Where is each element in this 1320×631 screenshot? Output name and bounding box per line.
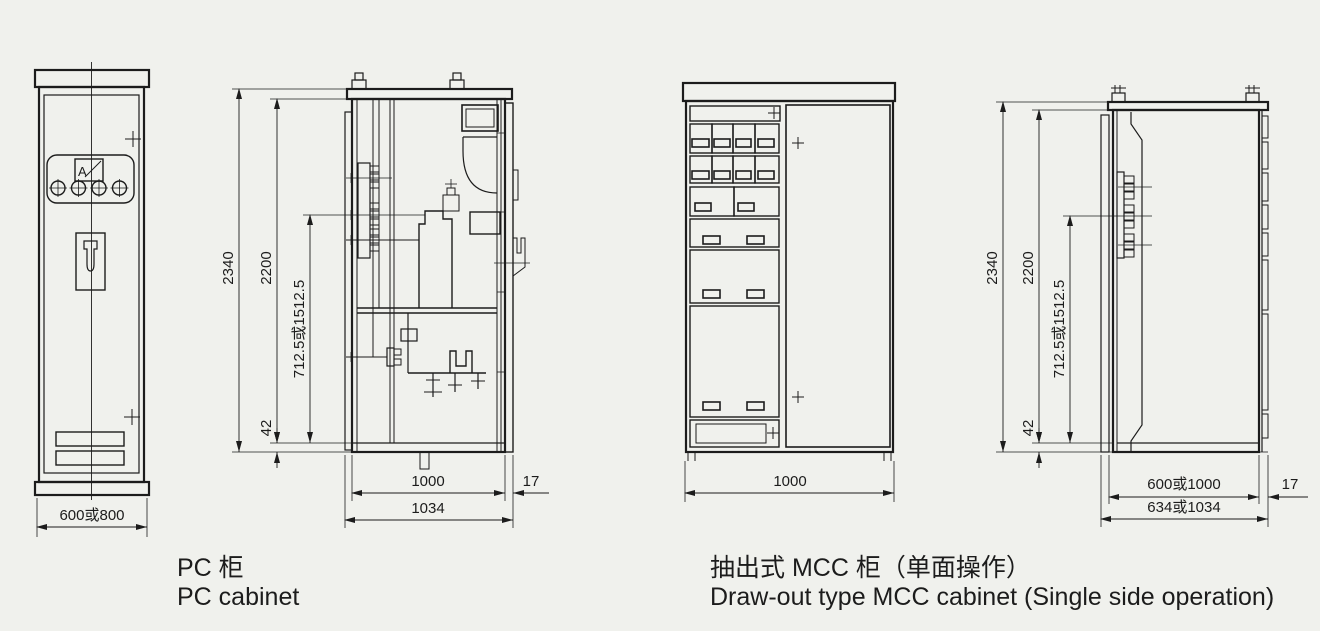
mcc-caption-en: Draw-out type MCC cabinet (Single side o… bbox=[710, 583, 1274, 611]
top-vent-box bbox=[461, 104, 499, 132]
dimension-total-height: 2340 bbox=[220, 88, 347, 452]
top-rail bbox=[1106, 100, 1270, 112]
front-panel bbox=[1100, 114, 1110, 453]
door-handle-side bbox=[494, 237, 530, 277]
dimension-base-height: 42 bbox=[1020, 420, 1042, 468]
front-door-side bbox=[504, 102, 514, 453]
dim-mcc-front-width-label: 1000 bbox=[773, 473, 806, 490]
dim-mcc-side-overall-depth-label: 634或1034 bbox=[1147, 499, 1220, 516]
dim-mcc-side-busbar-height-label: 712.5或1512.5 bbox=[1051, 280, 1068, 378]
dimension-panel-thickness: 17 bbox=[513, 473, 549, 496]
lower-compartment bbox=[346, 307, 497, 397]
top-cap bbox=[33, 68, 151, 89]
mcc-caption-zh: 抽出式 MCC 柜（单面操作） bbox=[710, 554, 1031, 582]
rounded-duct-panel bbox=[462, 136, 498, 194]
dimension-busbar-height: 712.5或1512.5 bbox=[1051, 215, 1152, 443]
dim-mcc-side-depth-label: 600或1000 bbox=[1147, 476, 1220, 493]
lifting-bolts bbox=[1111, 85, 1260, 103]
instrument-panel bbox=[46, 154, 135, 204]
pc-caption-zh: PC 柜 bbox=[177, 554, 244, 582]
dim-pc-side-overall-depth-label: 1034 bbox=[411, 500, 444, 517]
cabinet-frame bbox=[1111, 108, 1261, 454]
drawer-row-e bbox=[689, 249, 780, 304]
dimension-base-height: 42 bbox=[258, 420, 280, 468]
pc-cabinet-side-view: 2340 2200 712.5或1512.5 42 1000 bbox=[220, 72, 549, 528]
dimension-overall-depth: 1034 bbox=[344, 455, 514, 528]
floor-channel bbox=[419, 451, 430, 470]
dim-pc-side-panel-thickness-label: 17 bbox=[523, 473, 540, 490]
drawer-row-d bbox=[689, 218, 780, 248]
dimension-width: 1000 bbox=[684, 461, 895, 502]
dimension-depth: 600或1000 bbox=[1108, 455, 1260, 504]
drawer-row-f bbox=[689, 305, 780, 418]
dim-mcc-side-base-height-label: 42 bbox=[1020, 420, 1037, 437]
dim-pc-side-frame-height-label: 2200 bbox=[258, 251, 275, 284]
front-door bbox=[43, 94, 140, 474]
mcc-cabinet-front-view: 1000 bbox=[681, 81, 897, 502]
top-cap bbox=[681, 81, 897, 103]
dim-pc-front-width-label: 600或800 bbox=[59, 507, 124, 524]
breaker-assembly bbox=[418, 179, 501, 308]
dimension-busbar-height: 712.5或1512.5 bbox=[291, 214, 425, 443]
ammeter-label: A bbox=[78, 164, 87, 179]
mcc-cabinet-side-view: 2340 2200 712.5或1512.5 42 600或1000 bbox=[984, 85, 1308, 527]
chamfered-inner-panel bbox=[1130, 112, 1143, 452]
rear-module-segments bbox=[1261, 115, 1269, 439]
pc-cabinet-front-view: A 600或800 bbox=[33, 62, 151, 537]
dim-mcc-side-total-height-label: 2340 bbox=[984, 251, 1001, 284]
dim-pc-side-base-height-label: 42 bbox=[258, 420, 275, 437]
cabinet-body bbox=[684, 99, 895, 454]
dim-pc-side-busbar-height-label: 712.5或1512.5 bbox=[291, 280, 308, 378]
dimension-overall-depth: 634或1034 bbox=[1100, 455, 1269, 527]
top-rail bbox=[345, 87, 514, 101]
drawer-row-c bbox=[689, 186, 780, 217]
screw-cross-marks bbox=[124, 131, 141, 425]
lifting-bolts bbox=[351, 72, 465, 90]
drawer-row-b bbox=[689, 155, 780, 184]
dimension-total-height: 2340 bbox=[984, 101, 1108, 452]
base-plinth bbox=[33, 480, 151, 497]
busbar-connectors bbox=[346, 162, 419, 259]
door-handle bbox=[75, 232, 106, 291]
drawer-row-a bbox=[689, 123, 780, 154]
dimension-frame-height: 2200 bbox=[258, 98, 352, 444]
door-hinge bbox=[512, 169, 519, 201]
drawer-top-strip bbox=[689, 105, 781, 122]
dimension-width: 600或800 bbox=[36, 498, 148, 537]
dimension-panel-thickness: 17 bbox=[1268, 476, 1308, 500]
pc-caption-en: PC cabinet bbox=[177, 583, 299, 611]
dim-mcc-side-panel-thickness-label: 17 bbox=[1282, 476, 1299, 493]
cabinet-frame bbox=[350, 97, 507, 454]
dim-pc-side-depth-label: 1000 bbox=[411, 473, 444, 490]
dimension-depth: 1000 bbox=[351, 455, 506, 501]
busbar-connectors bbox=[1116, 171, 1152, 259]
dim-pc-side-total-height-label: 2340 bbox=[220, 251, 237, 284]
cable-compartment-door bbox=[785, 104, 891, 448]
dim-mcc-side-frame-height-label: 2200 bbox=[1020, 251, 1037, 284]
ammeter: A bbox=[74, 158, 104, 182]
vent-slots bbox=[55, 431, 125, 466]
captions: PC 柜 PC cabinet 抽出式 MCC 柜（单面操作） Draw-out… bbox=[177, 554, 1274, 611]
base-feet bbox=[687, 452, 892, 461]
dimension-frame-height: 2200 bbox=[1020, 109, 1113, 444]
drawer-bottom-panel bbox=[689, 419, 780, 448]
frame-inner-lines bbox=[356, 99, 505, 452]
indicator-buttons bbox=[49, 179, 129, 197]
